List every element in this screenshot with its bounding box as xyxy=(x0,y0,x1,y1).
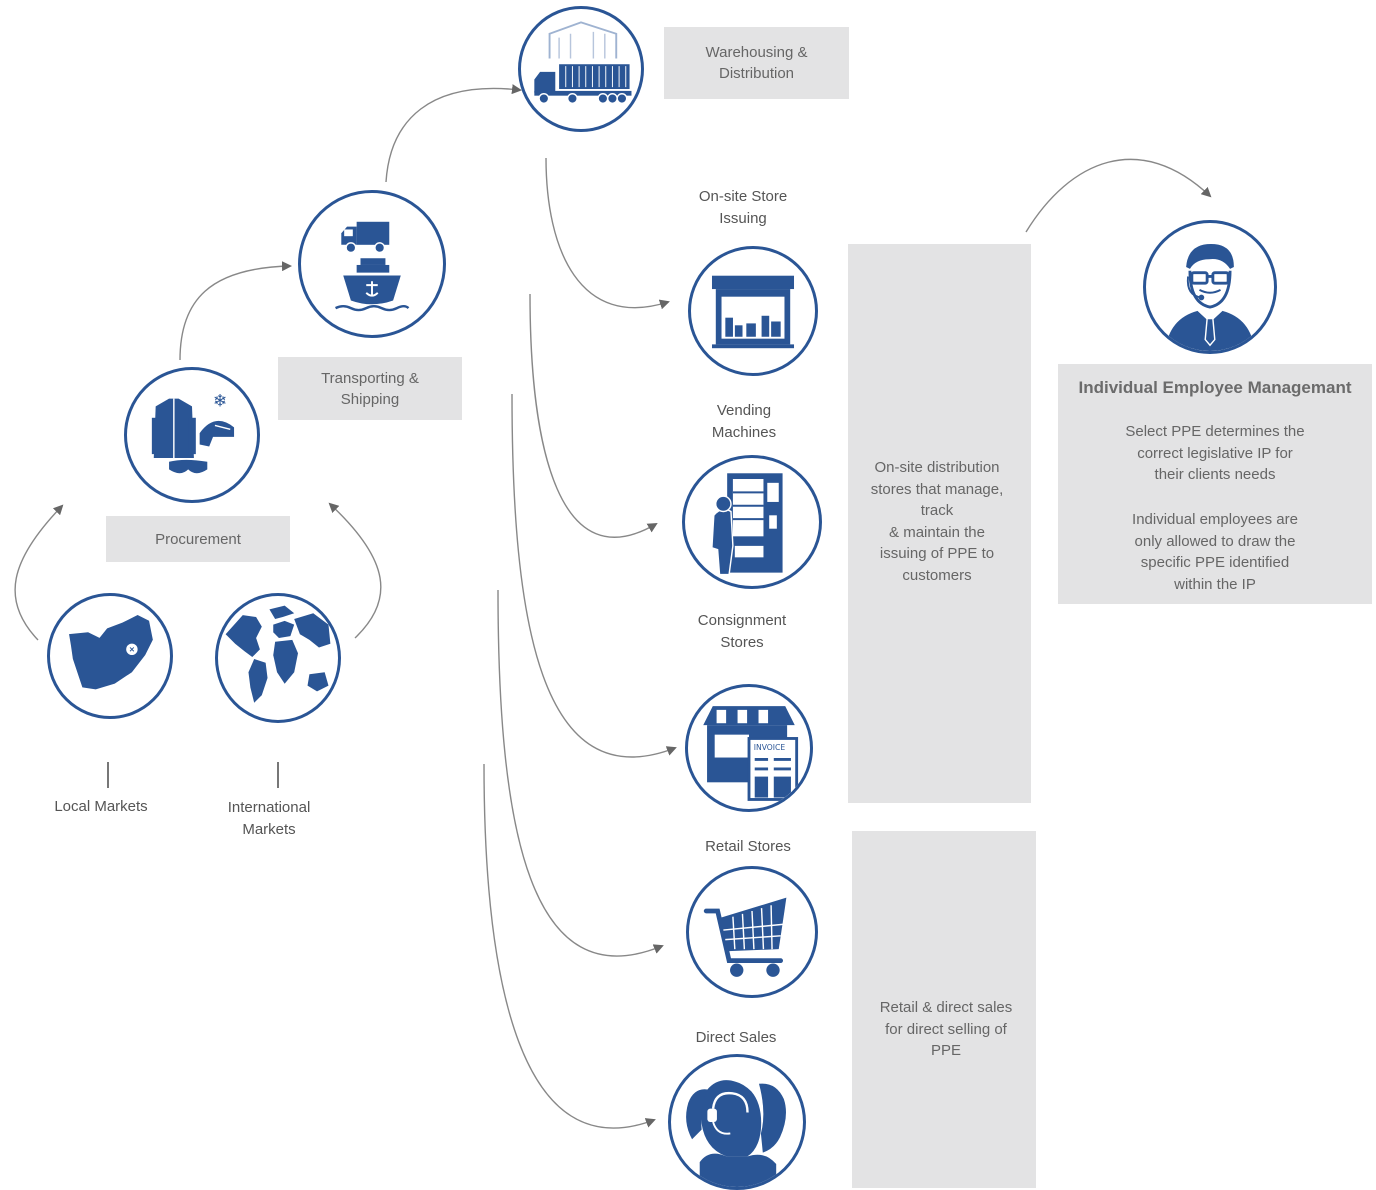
employee-title: Individual Employee Managemant xyxy=(1078,378,1352,397)
retail-label: Retail Stores xyxy=(705,838,791,855)
shopping-cart-icon xyxy=(703,897,787,977)
employee-text-1: Select PPE determines the correct legisl… xyxy=(1125,423,1305,483)
storefront-icon xyxy=(711,275,795,349)
warehouse-truck-icon xyxy=(534,21,632,104)
warehousing-circle xyxy=(518,6,644,132)
transporting-circle xyxy=(298,190,446,338)
arrow-local-to-procurement xyxy=(14,504,64,641)
truck-ship-icon xyxy=(335,221,410,312)
local-markets-tick xyxy=(107,762,109,788)
arrow-to-vending xyxy=(529,293,658,538)
arrow-to-consignment xyxy=(511,393,677,758)
onsite-distribution-text: On-site distribution stores that manage,… xyxy=(870,459,1004,584)
vending-circle xyxy=(682,455,822,589)
consignment-label: Consignment Stores xyxy=(697,612,787,651)
ppe-gear-icon: ❄ xyxy=(151,391,235,474)
onsite-store-label: On-site Store Issuing xyxy=(698,188,788,227)
employee-headset-icon xyxy=(1165,244,1255,351)
arrow-international-to-procurement xyxy=(328,502,382,639)
call-center-icon xyxy=(686,1080,786,1187)
arrow-to-retail xyxy=(497,589,664,957)
arrow-procurement-to-transport xyxy=(179,261,292,361)
onsite-store-circle xyxy=(688,246,818,376)
svg-text:❄: ❄ xyxy=(213,391,227,411)
onsite-distribution-panel xyxy=(848,244,1031,803)
procurement-circle: ❄ xyxy=(124,367,260,503)
arrow-transport-to-warehouse xyxy=(385,84,522,183)
procurement-label: Procurement xyxy=(106,516,290,562)
international-markets-tick xyxy=(277,762,279,788)
transporting-label: Transporting & Shipping xyxy=(278,357,462,420)
retail-direct-text: Retail & direct sales for direct selling… xyxy=(879,999,1013,1059)
employee-panel xyxy=(1058,364,1372,604)
invoice-store-icon: INVOICE xyxy=(703,706,799,801)
local-markets-circle xyxy=(47,593,173,719)
svg-text:INVOICE: INVOICE xyxy=(754,743,786,752)
local-markets-label: Local Markets xyxy=(54,798,148,815)
direct-sales-circle xyxy=(668,1054,806,1190)
employee-circle xyxy=(1143,220,1277,354)
south-africa-map-icon xyxy=(69,615,153,690)
direct-sales-label: Direct Sales xyxy=(695,1029,777,1046)
arrow-warehouse-to-onsite xyxy=(545,157,670,310)
vending-machine-icon xyxy=(711,473,783,576)
arrow-to-employee xyxy=(1025,158,1212,233)
globe-icon xyxy=(225,605,331,703)
retail-direct-panel xyxy=(852,831,1036,1188)
arrow-to-direct-sales xyxy=(483,763,656,1129)
warehousing-label: Warehousing & Distribution xyxy=(664,27,849,99)
consignment-circle: INVOICE xyxy=(685,684,813,812)
international-markets-circle xyxy=(215,593,341,723)
international-markets-label: International Markets xyxy=(227,799,311,838)
employee-text-2: Individual employees are only allowed to… xyxy=(1132,511,1298,593)
vending-label: Vending Machines xyxy=(711,402,777,441)
retail-circle xyxy=(686,866,818,998)
